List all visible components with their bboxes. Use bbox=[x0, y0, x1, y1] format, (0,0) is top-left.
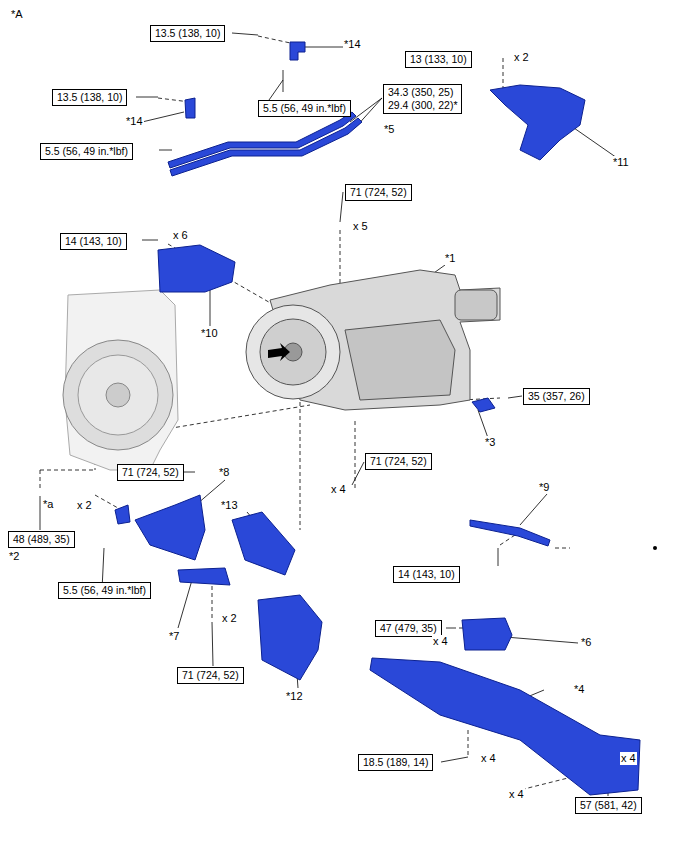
torque-value: 5.5 (56, 49 in.*lbf) bbox=[263, 102, 346, 115]
torque-value: 35 (357, 26) bbox=[528, 390, 585, 403]
callout-number: *12 bbox=[285, 690, 304, 703]
callout-number: *7 bbox=[168, 630, 180, 643]
callout-number: *6 bbox=[580, 636, 592, 649]
torque-value: 71 (724, 52) bbox=[370, 455, 427, 468]
callout-number: *1 bbox=[444, 252, 456, 265]
callout-number: *A bbox=[10, 8, 24, 21]
torque-value: 13.5 (138, 10) bbox=[57, 91, 122, 104]
quantity-label: x 5 bbox=[352, 220, 369, 233]
torque-value: 48 (489, 35) bbox=[13, 533, 70, 546]
torque-spec-box: 57 (581, 42) bbox=[575, 797, 642, 814]
torque-spec-box: 13.5 (138, 10) bbox=[150, 25, 225, 42]
torque-value: 71 (724, 52) bbox=[350, 186, 407, 199]
quantity-label: x 6 bbox=[172, 229, 189, 242]
callout-number: *3 bbox=[484, 436, 496, 449]
torque-value: 57 (581, 42) bbox=[580, 799, 637, 812]
callout-number: *a bbox=[42, 498, 54, 511]
torque-spec-box: 13 (133, 10) bbox=[405, 51, 472, 68]
quantity-label: x 2 bbox=[76, 499, 93, 512]
torque-value: 71 (724, 52) bbox=[122, 466, 179, 479]
torque-value: 13.5 (138, 10) bbox=[155, 27, 220, 40]
torque-spec-box: 5.5 (56, 49 in.*lbf) bbox=[258, 100, 351, 117]
torque-spec-box: 71 (724, 52) bbox=[117, 464, 184, 481]
torque-spec-box: 48 (489, 35) bbox=[8, 531, 75, 548]
quantity-label: x 4 bbox=[432, 635, 449, 648]
quantity-label: x 4 bbox=[620, 752, 637, 765]
torque-spec-box: 71 (724, 52) bbox=[365, 453, 432, 470]
torque-value: 71 (724, 52) bbox=[182, 669, 239, 682]
callout-number: *11 bbox=[612, 156, 630, 169]
quantity-label: x 2 bbox=[513, 51, 530, 64]
callout-number: *14 bbox=[343, 38, 362, 51]
torque-value: 13 (133, 10) bbox=[410, 53, 467, 66]
quantity-label: x 4 bbox=[480, 752, 497, 765]
torque-spec-box: 5.5 (56, 49 in.*lbf) bbox=[58, 582, 151, 599]
torque-value: 5.5 (56, 49 in.*lbf) bbox=[45, 145, 128, 158]
torque-spec-box: 71 (724, 52) bbox=[345, 184, 412, 201]
torque-value: 29.4 (300, 22)* bbox=[388, 99, 457, 112]
torque-spec-box: 14 (143, 10) bbox=[60, 233, 127, 250]
callout-number: *4 bbox=[573, 683, 585, 696]
callout-number: *9 bbox=[538, 481, 550, 494]
quantity-label: x 4 bbox=[330, 483, 347, 496]
quantity-label: x 2 bbox=[221, 612, 238, 625]
torque-spec-box: 14 (143, 10) bbox=[393, 566, 460, 583]
callout-number: *8 bbox=[218, 466, 230, 479]
callout-number: *14 bbox=[125, 115, 144, 128]
callout-number: *5 bbox=[383, 123, 395, 136]
torque-spec-box: 13.5 (138, 10) bbox=[52, 89, 127, 106]
torque-spec-box: 5.5 (56, 49 in.*lbf) bbox=[40, 143, 133, 160]
callout-number: *13 bbox=[220, 499, 239, 512]
callout-number: *10 bbox=[200, 327, 219, 340]
torque-value: 34.3 (350, 25) bbox=[388, 86, 457, 99]
torque-value: 14 (143, 10) bbox=[65, 235, 122, 248]
callout-number: *2 bbox=[8, 550, 20, 563]
quantity-label: x 4 bbox=[508, 788, 525, 801]
torque-spec-box: 18.5 (189, 14) bbox=[358, 754, 433, 771]
torque-value: 18.5 (189, 14) bbox=[363, 756, 428, 769]
torque-spec-box: 71 (724, 52) bbox=[177, 667, 244, 684]
torque-value: 14 (143, 10) bbox=[398, 568, 455, 581]
torque-value: 47 (479, 35) bbox=[380, 622, 437, 635]
torque-spec-box: 35 (357, 26) bbox=[523, 388, 590, 405]
torque-spec-box: 34.3 (350, 25)29.4 (300, 22)* bbox=[383, 84, 462, 114]
torque-value: 5.5 (56, 49 in.*lbf) bbox=[63, 584, 146, 597]
